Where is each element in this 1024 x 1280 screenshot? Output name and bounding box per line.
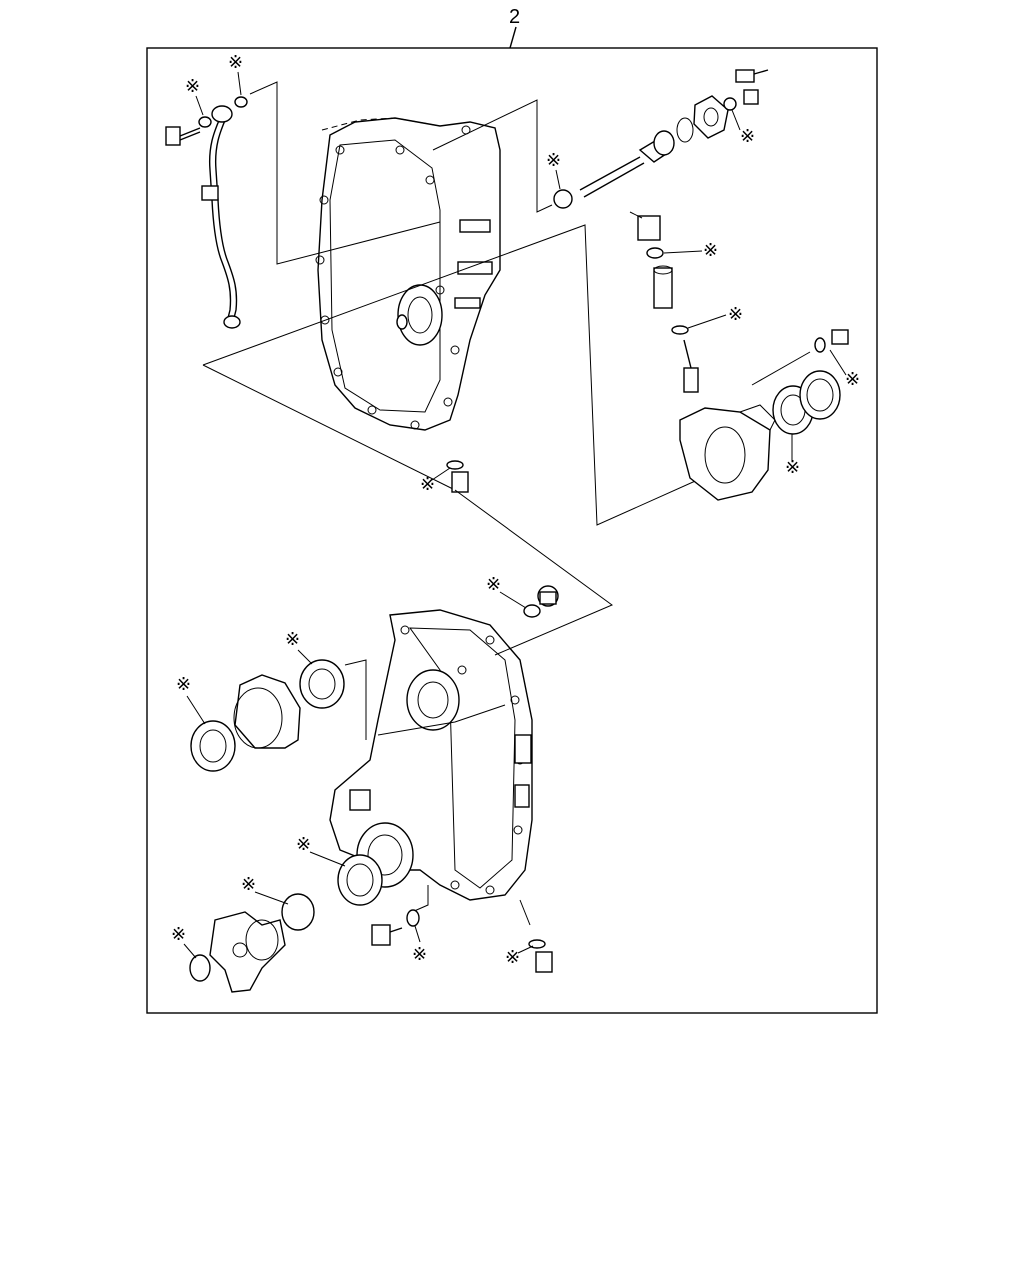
seal-marker: ※ [740,126,755,147]
filler-plug [537,585,559,607]
dust-seal [799,370,841,420]
drain-plug [535,951,553,973]
flange-bolt [735,69,769,83]
seal-marker: ※ [420,474,435,495]
leader-line [249,81,441,265]
pipe-assembly [201,105,241,329]
drain-plug [451,471,469,493]
drain-plug [371,924,403,946]
leader-line [202,224,703,526]
speed-sensor [629,211,661,241]
o-ring [281,893,315,931]
companion-flange [209,911,286,993]
seal-marker: ※ [171,924,186,945]
gasket [523,604,541,618]
gasket [814,337,826,353]
o-ring [646,247,664,259]
diagram-frame [146,47,878,1014]
driven-gear-sleeve [653,265,673,309]
banjo-bolt [165,126,201,146]
output-housing [233,674,301,749]
o-ring [189,954,211,982]
nut [743,89,759,105]
seal-marker: ※ [486,574,501,595]
leader-line [751,351,811,386]
gasket [446,460,464,470]
seal-marker: ※ [412,944,427,965]
gasket [406,909,420,927]
leader-line [202,364,456,491]
seal-marker: ※ [703,240,718,261]
driven-gear [683,339,699,393]
leader-line [344,659,367,740]
retainer-flange [693,95,729,139]
extension-housing [679,404,776,501]
leader-line [454,489,614,656]
leader-line [411,885,429,913]
marker-leaders [183,71,847,959]
speedometer-shaft [553,117,694,209]
callout-leader [509,26,517,49]
seal-marker: ※ [546,150,561,171]
seal-marker: ※ [296,834,311,855]
rear-case-half [315,117,501,431]
seal-marker: ※ [845,369,860,390]
o-ring [723,97,737,111]
seal-marker: ※ [785,457,800,478]
o-ring [671,325,689,335]
callout-number: 2 [509,6,520,28]
washer [234,96,248,108]
seal-marker: ※ [285,629,300,650]
seal-marker: ※ [505,947,520,968]
seal-marker: ※ [241,874,256,895]
seal-markers: ※ ※ ※ ※ ※ ※ ※ ※ ※ ※ ※ ※ ※ ※ ※ ※ ※ [171,52,860,968]
seal-marker: ※ [728,304,743,325]
oil-seal [190,720,236,772]
oil-seal [337,854,383,906]
seal-marker: ※ [185,76,200,97]
seal-marker: ※ [228,52,243,73]
plug [831,329,849,345]
leader-line [432,99,553,213]
oil-seal [299,659,345,709]
seal-marker: ※ [176,674,191,695]
washer [198,116,212,128]
case-plug [349,789,371,811]
leader-line [519,899,531,926]
